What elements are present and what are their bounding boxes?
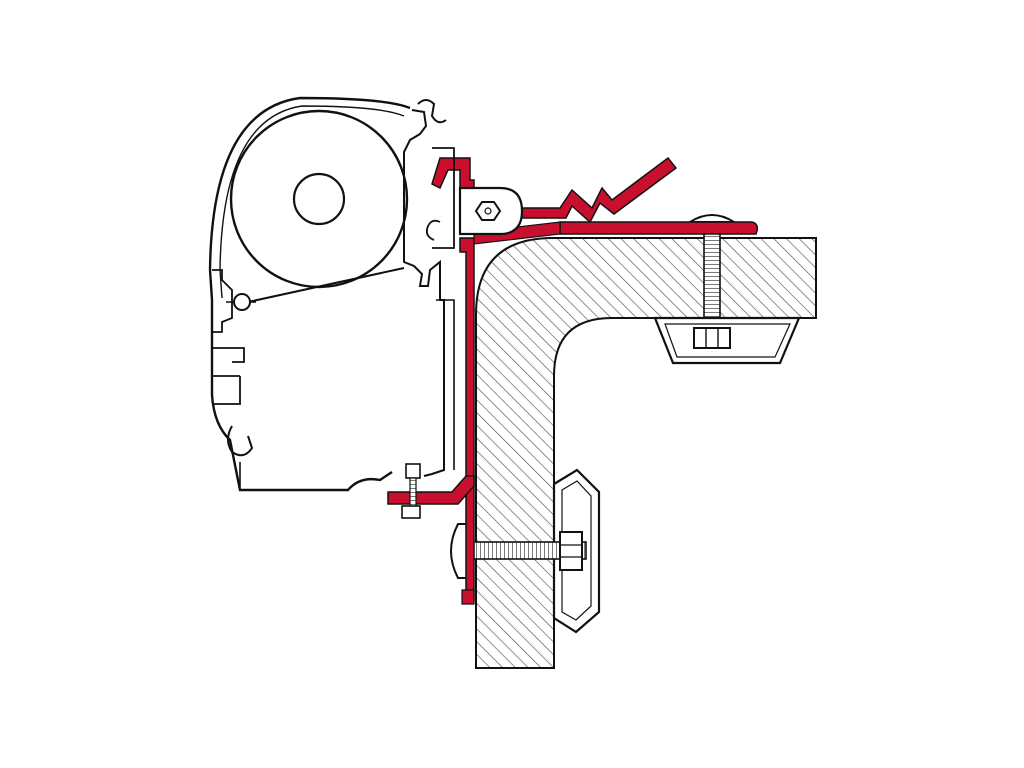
hex-nut-icon	[474, 201, 502, 221]
roof-bolt-head	[686, 214, 738, 223]
awning-cassette	[208, 96, 455, 519]
bracket-roof-plate	[559, 221, 759, 235]
lead-rail-profile	[212, 269, 245, 405]
wall-nut	[559, 531, 583, 571]
vehicle-wall-section	[475, 237, 817, 669]
cassette-screw	[401, 463, 421, 519]
lead-rail-pin	[233, 293, 251, 311]
bracket-lower-tail	[461, 589, 475, 605]
awning-fabric	[247, 267, 405, 303]
wall-bolt	[450, 468, 601, 634]
bracket-top-hook	[431, 157, 475, 191]
bracket-roof-arm	[511, 156, 678, 224]
bracket-lower-foot	[387, 475, 475, 505]
roof-nut	[693, 327, 731, 349]
hinge-bracket	[458, 186, 524, 236]
mounting-rail-back	[403, 109, 445, 477]
cassette-outer-shell	[208, 96, 411, 492]
roller-axle	[292, 172, 346, 226]
cassette-bottom-hook	[227, 425, 254, 457]
adapter-bracket	[387, 156, 759, 605]
